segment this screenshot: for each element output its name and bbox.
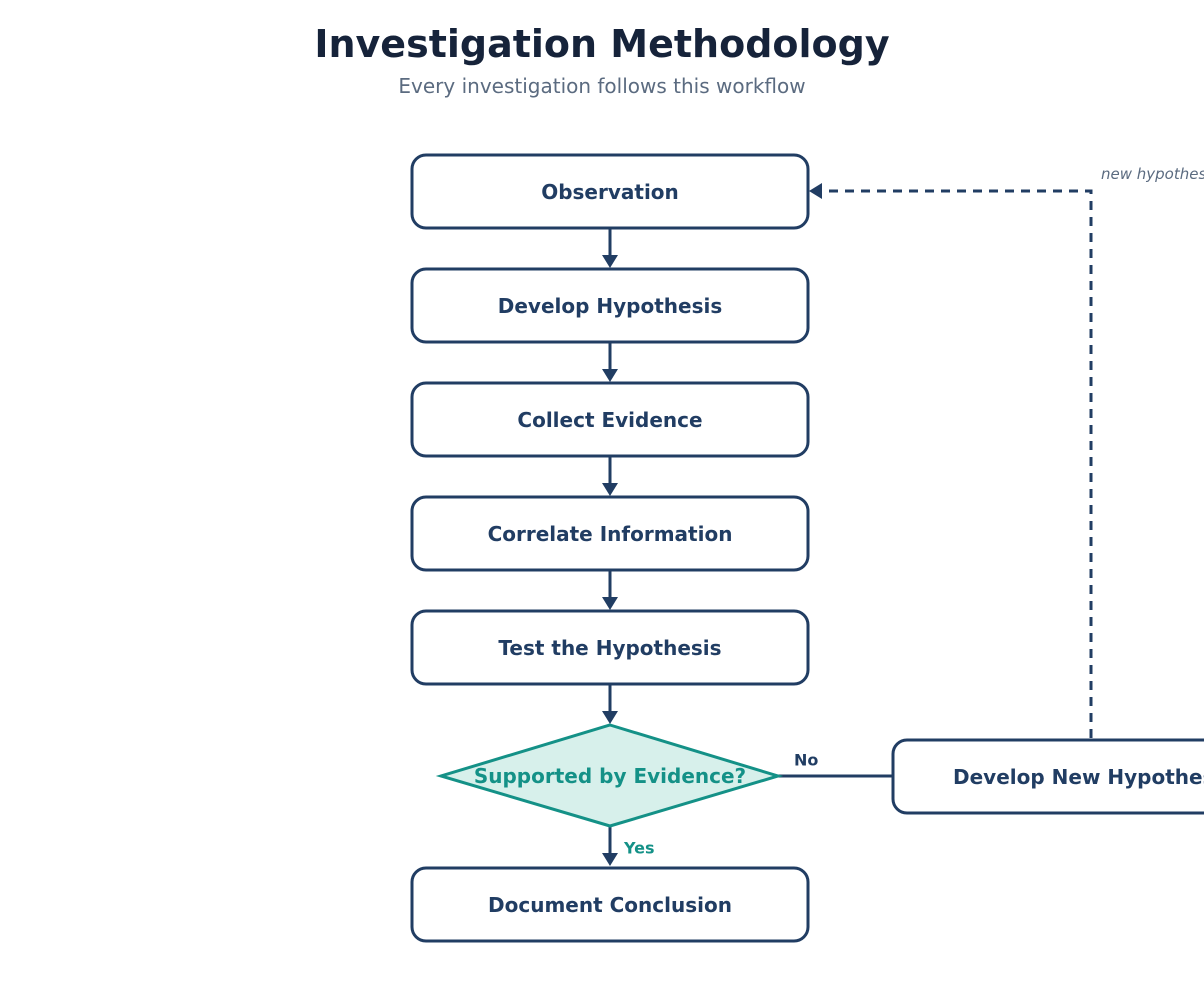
edge-loop-back [824, 189, 1093, 738]
arrowhead [602, 853, 618, 866]
step-observation[interactable]: Observation [410, 153, 810, 230]
step-box [410, 381, 810, 458]
step-label: Document Conclusion [488, 893, 732, 917]
page-title: Investigation Methodology [314, 22, 890, 66]
arrowhead [602, 597, 618, 610]
decision-supported-by-evidence[interactable]: Supported by Evidence? [435, 723, 784, 828]
edge-label-yes: Yes [623, 839, 655, 858]
step-document-conclusion[interactable]: Document Conclusion [410, 866, 810, 943]
page-subtitle: Every investigation follows this workflo… [398, 74, 806, 98]
step-label: Test the Hypothesis [498, 636, 721, 660]
decision-label: Supported by Evidence? [474, 764, 746, 788]
arrowhead [602, 255, 618, 268]
step-test-hypothesis[interactable]: Test the Hypothesis [410, 609, 810, 686]
arrowhead [602, 483, 618, 496]
step-box [410, 153, 810, 230]
step-box [410, 609, 810, 686]
arrowhead [809, 183, 822, 199]
decision-diamond [435, 723, 784, 828]
step-label: Develop New Hypothesis [953, 765, 1204, 789]
step-label: Collect Evidence [517, 408, 702, 432]
step-develop-new-hypothesis[interactable]: Develop New Hypothesis [891, 738, 1204, 815]
step-collect-evidence[interactable]: Collect Evidence [410, 381, 810, 458]
step-label: Observation [541, 180, 679, 204]
loop-label: new hypothesis [1101, 165, 1204, 183]
arrowhead [602, 369, 618, 382]
step-box [891, 738, 1204, 815]
connectors [602, 183, 1093, 866]
step-develop-hypothesis[interactable]: Develop Hypothesis [410, 267, 810, 344]
step-correlate-information[interactable]: Correlate Information [410, 495, 810, 572]
step-label: Correlate Information [488, 522, 733, 546]
arrowhead [602, 711, 618, 724]
step-box [410, 495, 810, 572]
edge-label-no: No [794, 751, 818, 770]
step-label: Develop Hypothesis [498, 294, 723, 318]
step-box [410, 267, 810, 344]
step-box [410, 866, 810, 943]
